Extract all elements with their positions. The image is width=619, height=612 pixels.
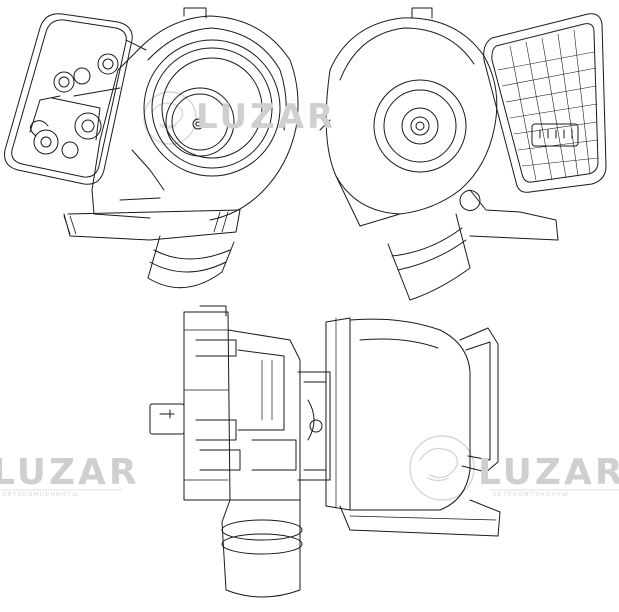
watermark-brand-bottom-left: LUZAR [0,452,140,493]
view-front-right [319,7,607,301]
watermark-brand-bottom-right: LUZAR [478,452,619,493]
watermark-tagline-right: автокомпоненты [492,490,569,498]
view-side [149,305,501,598]
view-front-left [4,7,299,289]
watermark-logo-bottom [409,435,475,501]
watermark-tagline-left: автокомпоненты [2,490,79,498]
watermark-logo-top [143,91,197,145]
watermark-brand-top: LUZAR [196,97,337,137]
